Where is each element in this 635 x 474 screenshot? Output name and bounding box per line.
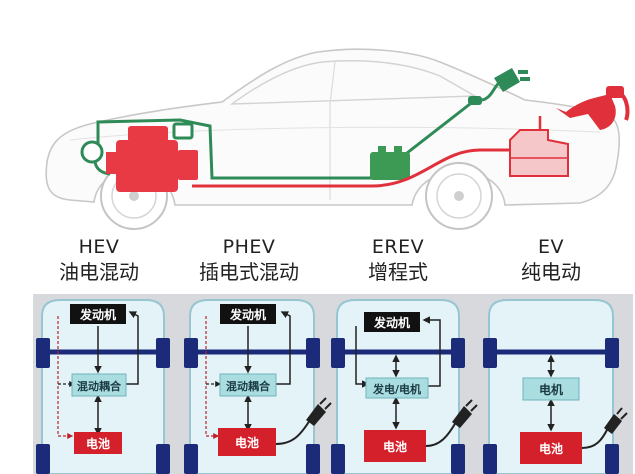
battery-label: 电池 xyxy=(383,439,407,454)
engine-label: 发动机 xyxy=(229,307,266,322)
battery-box xyxy=(520,432,582,464)
type-label-phev: PHEV 插电式混动 xyxy=(174,236,324,285)
type-en-label: EREV xyxy=(371,236,425,258)
battery-label: 电池 xyxy=(539,441,563,456)
red-fuel-line xyxy=(192,148,510,188)
battery-shape xyxy=(370,146,410,180)
engine-box xyxy=(364,312,420,332)
type-cn-label: 插电式混动 xyxy=(199,259,299,284)
coupling-label: 混动耦合 xyxy=(77,379,122,393)
generator-label: 发电/电机 xyxy=(372,382,421,396)
charge-plug-icon xyxy=(604,407,628,434)
battery-label: 电池 xyxy=(86,436,110,451)
engine-label: 发动机 xyxy=(79,307,116,322)
car-illustration xyxy=(45,48,630,230)
charge-cable xyxy=(581,427,609,449)
rear-wheel xyxy=(425,162,493,230)
battery-box xyxy=(218,428,276,456)
battery-label: 电池 xyxy=(235,435,259,450)
type-label-erev: EREV 增程式 xyxy=(323,236,473,285)
battery-box xyxy=(74,432,122,454)
charge-cable xyxy=(425,421,457,447)
engine-label: 发动机 xyxy=(373,315,410,330)
inverter-shape xyxy=(172,122,194,140)
green-wire-charge xyxy=(397,102,471,162)
powertrain-schematics: 发动机 混动耦合 电池 发动机 混动耦合 电池 xyxy=(33,294,633,474)
charge-cable xyxy=(275,419,311,445)
type-en-label: PHEV xyxy=(222,236,276,258)
charge-plug-icon xyxy=(306,397,332,426)
type-en-label: EV xyxy=(537,236,564,258)
generator-box xyxy=(365,377,429,399)
type-cn-label: 增程式 xyxy=(368,259,428,284)
engine-box xyxy=(70,304,126,324)
charge-plug-icon xyxy=(468,68,530,105)
coupling-box xyxy=(219,373,277,397)
panel-ev: 电机 电池 xyxy=(483,299,628,474)
type-label-hev: HEV 油电混动 xyxy=(24,236,174,285)
engine-shape xyxy=(106,126,198,192)
fuel-tank-shape xyxy=(509,116,569,177)
type-cn-label: 纯电动 xyxy=(521,259,581,284)
coupling-label: 混动耦合 xyxy=(226,379,271,393)
car-window-line xyxy=(229,60,478,105)
electric-motor-shape xyxy=(80,140,104,164)
panel-phev: 发动机 混动耦合 电池 xyxy=(184,299,332,474)
type-cn-label: 油电混动 xyxy=(59,259,139,284)
car-door-line xyxy=(329,61,336,200)
fuel-nozzle-icon xyxy=(556,86,630,130)
green-wire-top xyxy=(96,118,372,180)
engine-box xyxy=(220,304,276,324)
panel-hev: 发动机 混动耦合 电池 xyxy=(36,299,170,474)
panel-erev: 发动机 发电/电机 电池 xyxy=(331,299,478,474)
motor-box xyxy=(522,377,580,401)
charge-plug-icon xyxy=(452,399,478,428)
battery-box xyxy=(364,430,426,462)
type-en-label: HEV xyxy=(78,236,120,258)
motor-label: 电机 xyxy=(539,382,563,397)
type-label-ev: EV 纯电动 xyxy=(476,236,626,285)
coupling-box xyxy=(71,373,127,397)
